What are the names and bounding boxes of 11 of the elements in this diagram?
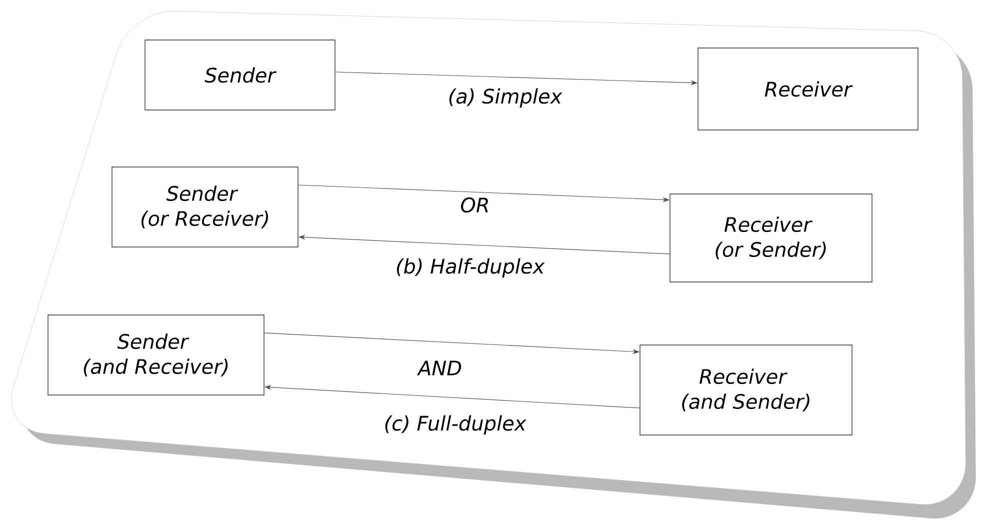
box: Receiver <box>698 48 918 130</box>
box: Sender <box>144 40 336 110</box>
caption: (c) Full-duplex <box>385 415 526 435</box>
caption: AND <box>416 360 462 376</box>
box: Receiver (or Sender) <box>670 194 872 282</box>
caption: (a) Simplex <box>449 88 562 108</box>
caption: OR <box>460 197 488 213</box>
box: Sender (and Receiver) <box>48 314 264 396</box>
box: Sender (or Receiver) <box>112 166 298 248</box>
caption: (b) Half-duplex <box>396 258 545 278</box>
box: Receiver (and Sender) <box>640 344 852 436</box>
